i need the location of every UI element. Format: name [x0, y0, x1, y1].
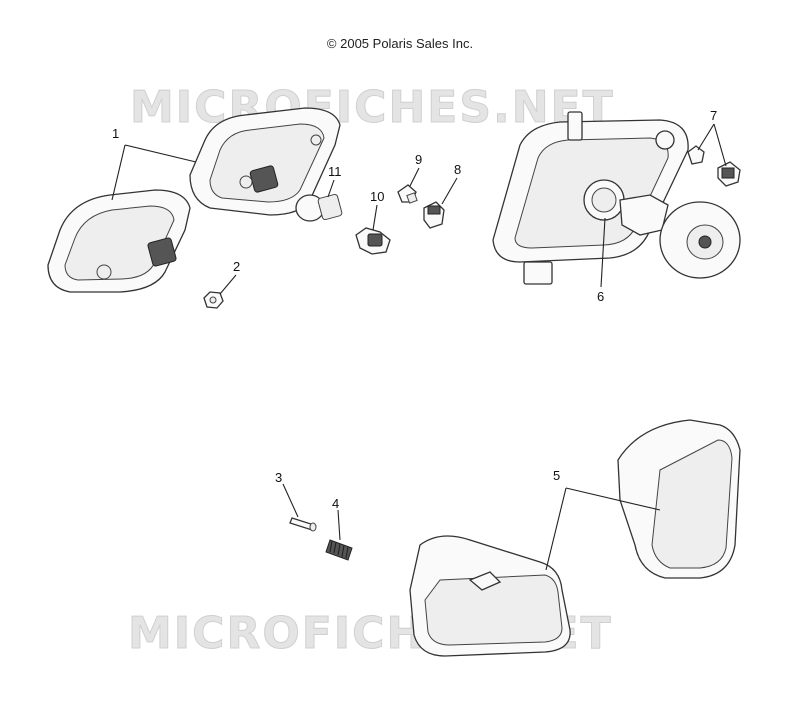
- spring: [325, 539, 353, 561]
- callout-1: 1: [112, 126, 119, 141]
- callout-9: 9: [415, 152, 422, 167]
- callout-6: 6: [597, 289, 604, 304]
- watermark-top: MICROFICHES.NET: [130, 82, 615, 133]
- bulb-9: [397, 184, 418, 204]
- socket-8: [423, 201, 445, 229]
- headlight-bulb-socket: [619, 194, 741, 279]
- callout-10: 10: [370, 189, 384, 204]
- callout-2: 2: [233, 259, 240, 274]
- pin: [289, 517, 317, 532]
- headlight-housing: [492, 111, 689, 285]
- tail-light-housing-lower: [47, 189, 191, 293]
- bulb-11: [295, 193, 343, 222]
- socket-10: [355, 227, 391, 255]
- headlight-lens-lower: [409, 535, 571, 657]
- callout-4: 4: [332, 496, 339, 511]
- bulb-socket-7: [687, 145, 741, 187]
- copyright-text: © 2005 Polaris Sales Inc.: [326, 36, 474, 51]
- headlight-lens-upper: [617, 419, 741, 579]
- nut: [203, 291, 224, 309]
- callout-8: 8: [454, 162, 461, 177]
- tail-light-housing-upper: [189, 107, 341, 216]
- callout-5: 5: [553, 468, 560, 483]
- callout-11: 11: [328, 164, 342, 179]
- callout-3: 3: [275, 470, 282, 485]
- callout-7: 7: [710, 108, 717, 123]
